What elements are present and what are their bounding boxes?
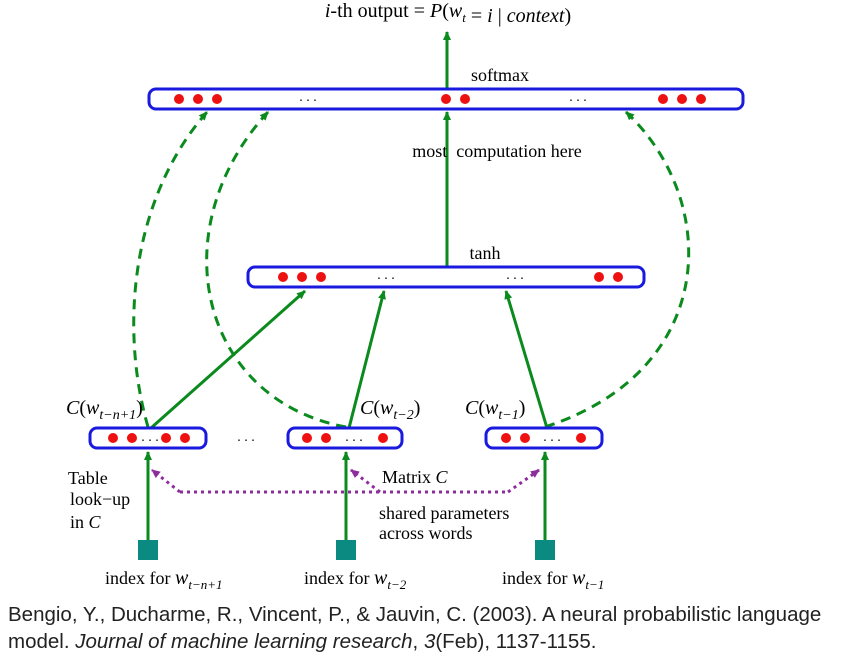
neuron-dot: [212, 94, 222, 104]
softmax-ellipsis-left: . . .: [299, 90, 317, 105]
softmax-label: softmax: [471, 65, 529, 85]
most-computation-label: most computation here: [412, 141, 581, 161]
embedding-label-middle: C(wt−2): [360, 397, 420, 423]
tanh-layer-box: [246, 265, 646, 289]
emb-left-to-tanh-arrow: [150, 289, 306, 430]
table-lookup-line-2: look−up: [70, 489, 130, 509]
index-label-right: index for wt−1: [502, 567, 604, 592]
index-square-middle: [336, 540, 356, 560]
embedding-label-left: C(wt−n+1): [66, 397, 143, 423]
softmax-dots: [174, 94, 706, 104]
shared-parameters-line-2: across words: [379, 523, 472, 543]
tanh-ellipsis-left: . . .: [377, 268, 395, 283]
neuron-dot: [278, 272, 288, 282]
tanh-dots: [278, 272, 623, 282]
neuron-dot: [460, 94, 470, 104]
embedding-ellipsis: . . .: [141, 430, 159, 445]
index-square-left: [138, 540, 158, 560]
index-label-left: index for wt−n+1: [105, 567, 223, 592]
neuron-dot: [193, 94, 203, 104]
neuron-dot: [297, 272, 307, 282]
neuron-dot: [696, 94, 706, 104]
shared-matrix-arrow-left: [151, 468, 181, 494]
shared-parameters-line-1: shared parameters: [379, 503, 509, 523]
tanh-label: tanh: [470, 243, 501, 263]
index-square-right: [535, 540, 555, 560]
neuron-dot: [520, 433, 530, 443]
emb-middle-to-tanh-arrow: [347, 290, 386, 429]
output-probability-title: i-th output = P(wt = i | context): [325, 0, 571, 27]
table-lookup-line-1: Table: [68, 468, 108, 488]
neuron-dot: [658, 94, 668, 104]
shared-matrix-arrow-right: [507, 468, 540, 494]
embedding-ellipsis: . . .: [543, 430, 561, 445]
skip-connection-middle: [205, 110, 347, 429]
neuron-dot: [594, 272, 604, 282]
tanh-ellipsis-right: . . .: [506, 268, 524, 283]
neuron-dot: [180, 433, 190, 443]
neuron-dot: [316, 272, 326, 282]
embedding-label-right: C(wt−1): [465, 397, 525, 423]
citation-separator: ,: [412, 630, 424, 653]
citation-journal: Journal of machine learning research: [75, 630, 413, 653]
between-embeddings-ellipsis: . . .: [237, 430, 255, 445]
skip-connection-left-outer: [132, 111, 209, 428]
matrix-c-label: Matrix C: [382, 467, 449, 487]
emb-right-to-tanh-arrow: [504, 290, 549, 429]
citation-volume: 3: [423, 630, 436, 653]
neuron-dot: [174, 94, 184, 104]
neuron-dot: [677, 94, 687, 104]
skip-connection-right: [544, 110, 691, 429]
embedding-ellipsis: . . .: [345, 430, 363, 445]
softmax-ellipsis-right: . . .: [569, 90, 587, 105]
neuron-dot: [441, 94, 451, 104]
citation-pages: (Feb), 1137-1155.: [435, 630, 597, 653]
citation-authors-title: Bengio, Y., Ducharme, R., Vincent, P., &…: [8, 603, 822, 653]
index-label-middle: index for wt−2: [304, 567, 407, 592]
neuron-dot: [378, 433, 388, 443]
neuron-dot: [501, 433, 511, 443]
neuron-dot: [576, 433, 586, 443]
table-lookup-line-3: in C: [70, 512, 102, 532]
embedding-box-middle: . . .: [286, 426, 404, 450]
neuron-dot: [613, 272, 623, 282]
shared-matrix-arrow-middle: [350, 468, 381, 494]
neural-language-model-diagram: i-th output = P(wt = i | context) softma…: [66, 0, 745, 592]
neuron-dot: [161, 433, 171, 443]
citation: Bengio, Y., Ducharme, R., Vincent, P., &…: [8, 601, 854, 655]
neuron-dot: [321, 433, 331, 443]
embedding-box-left: . . .: [88, 426, 208, 450]
embedding-box-right: . . .: [484, 426, 604, 450]
neuron-dot: [302, 433, 312, 443]
neuron-dot: [108, 433, 118, 443]
neuron-dot: [127, 433, 137, 443]
